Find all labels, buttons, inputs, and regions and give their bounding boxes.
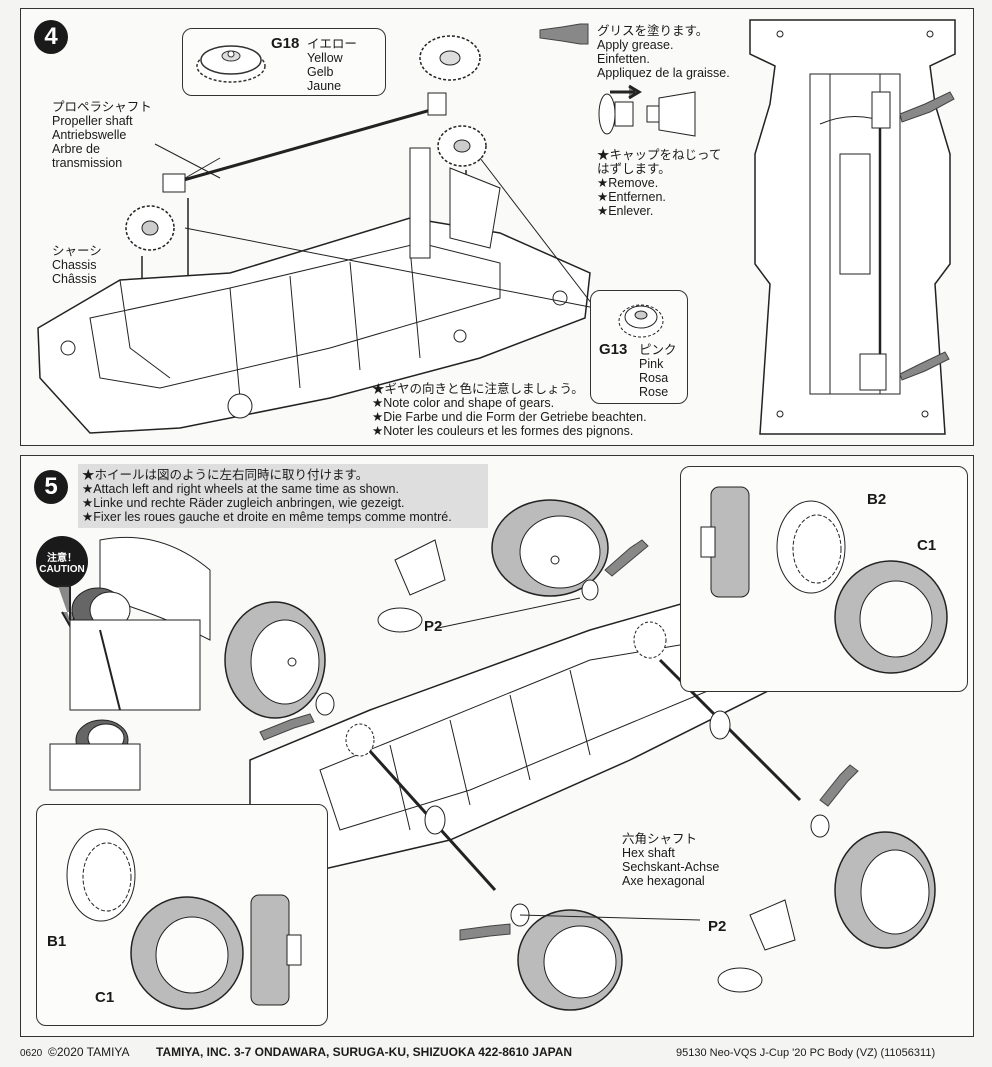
cap-jp-2: はずします。 — [597, 162, 671, 176]
g13-name-en: Pink — [639, 357, 664, 371]
cap-de: ★Entfernen. — [597, 190, 666, 204]
g18-name-jp: イエロー — [307, 37, 357, 51]
propeller-de: Antriebswelle — [52, 128, 127, 142]
footer-code: 0620 — [20, 1048, 43, 1059]
footer-product: 95130 Neo-VQS J-Cup '20 PC Body (VZ) (11… — [676, 1047, 936, 1059]
propeller-en: Propeller shaft — [52, 114, 133, 128]
step4-number: 4 — [34, 20, 68, 54]
grease-fr: Appliquez de la graisse. — [597, 66, 730, 80]
g18-name-en: Yellow — [307, 51, 343, 65]
c1-top-label: C1 — [917, 537, 937, 554]
cap-removal-icon — [598, 84, 696, 137]
g13-name-jp: ピンク — [639, 343, 677, 357]
cap-jp-1: ★キャップをねじって — [597, 148, 722, 162]
wheel-note-fr: ★Fixer les roues gauche et droite en mêm… — [82, 510, 452, 524]
tire-rim-bottom-illustration — [66, 828, 302, 1010]
caution-en: CAUTION — [39, 564, 85, 575]
cap-note: ★キャップをねじって はずします。 ★Remove. ★Entfernen. ★… — [597, 148, 721, 218]
footer-address: TAMIYA, INC. 3-7 ONDAWARA, SURUGA-KU, SH… — [156, 1045, 573, 1059]
grease-de: Einfetten. — [597, 52, 650, 66]
gear-note: ★ギヤの向きと色に注意しましょう。 ★Note color and shape … — [372, 382, 647, 438]
wheel-note: ★ホイールは図のように左右同時に取り付けます。 ★Attach left and… — [82, 468, 452, 524]
g18-code: G18 — [271, 35, 300, 52]
grease-en: Apply grease. — [597, 38, 674, 52]
propeller-jp: プロペラシャフト — [52, 100, 152, 114]
cap-fr: ★Enlever. — [597, 204, 654, 218]
grease-note: グリスを塗ります。 Apply grease. Einfetten. Appli… — [597, 24, 730, 80]
b1-label: B1 — [47, 933, 67, 950]
wheel-note-de: ★Linke und rechte Räder zugleich anbring… — [82, 496, 405, 510]
g18-gear-icon — [196, 45, 266, 83]
g13-callout: G13 ピンク Pink Rosa Rose — [590, 290, 688, 404]
g13-name-fr: Rose — [639, 385, 669, 399]
propeller-fr-2: transmission — [52, 156, 123, 170]
gear-note-fr: ★Noter les couleurs et les formes des pi… — [372, 424, 634, 438]
caution-jp: 注意！ — [47, 553, 77, 564]
g18-callout: G18 イエロー Yellow Gelb Jaune — [182, 28, 386, 96]
p2-left-label: P2 — [424, 618, 443, 635]
g18-name-fr: Jaune — [307, 79, 342, 93]
grease-tube-icon — [539, 23, 589, 45]
wheel-note-en: ★Attach left and right wheels at the sam… — [82, 482, 399, 496]
step5-number: 5 — [34, 470, 68, 504]
chassis-en: Chassis — [52, 258, 97, 272]
propeller-shaft-label: プロペラシャフト Propeller shaft Antriebswelle A… — [52, 100, 152, 170]
g13-code: G13 — [599, 341, 628, 358]
step4-chassis-drawing — [37, 35, 596, 434]
gear-note-en: ★Note color and shape of gears. — [372, 396, 555, 410]
propeller-fr-1: Arbre de — [52, 142, 100, 156]
wheel-note-band — [78, 464, 488, 528]
b2-label: B2 — [867, 491, 887, 508]
wheel-note-jp: ★ホイールは図のように左右同時に取り付けます。 — [82, 468, 369, 482]
wheel-inset-bottom: B1 C1 — [36, 804, 328, 1026]
hex-jp: 六角シャフト — [622, 832, 698, 846]
hex-fr: Axe hexagonal — [622, 874, 705, 888]
gear-note-jp: ★ギヤの向きと色に注意しましょう。 — [372, 382, 584, 396]
wheel-inset-top: B2 C1 — [680, 466, 968, 692]
caution-badge: 注意！ CAUTION — [36, 536, 88, 588]
chassis-fr: Châssis — [52, 272, 97, 286]
cap-en: ★Remove. — [597, 176, 659, 190]
chassis-label: シャーシ Chassis Châssis — [52, 244, 102, 286]
gear-note-de: ★Die Farbe und die Form der Getriebe bea… — [372, 410, 647, 424]
p2-right-label: P2 — [708, 918, 727, 935]
hex-shaft-label: 六角シャフト Hex shaft Sechskant-Achse Axe hex… — [622, 832, 719, 888]
top-view-chassis-drawing — [749, 19, 956, 435]
g13-gear-icon — [618, 304, 664, 338]
chassis-jp: シャーシ — [52, 244, 102, 258]
g13-names: ピンク Pink Rosa Rose — [639, 343, 677, 399]
c1-bottom-label: C1 — [95, 989, 115, 1006]
hex-en: Hex shaft — [622, 846, 675, 860]
grease-jp: グリスを塗ります。 — [597, 24, 709, 38]
footer-copyright: ©2020 TAMIYA — [48, 1045, 130, 1059]
g13-name-de: Rosa — [639, 371, 669, 385]
g18-names: イエロー Yellow Gelb Jaune — [307, 37, 357, 93]
tire-rim-top-illustration — [700, 486, 948, 674]
g18-name-de: Gelb — [307, 65, 334, 79]
hand-press-illustration — [49, 536, 211, 791]
hex-de: Sechskant-Achse — [622, 860, 720, 874]
